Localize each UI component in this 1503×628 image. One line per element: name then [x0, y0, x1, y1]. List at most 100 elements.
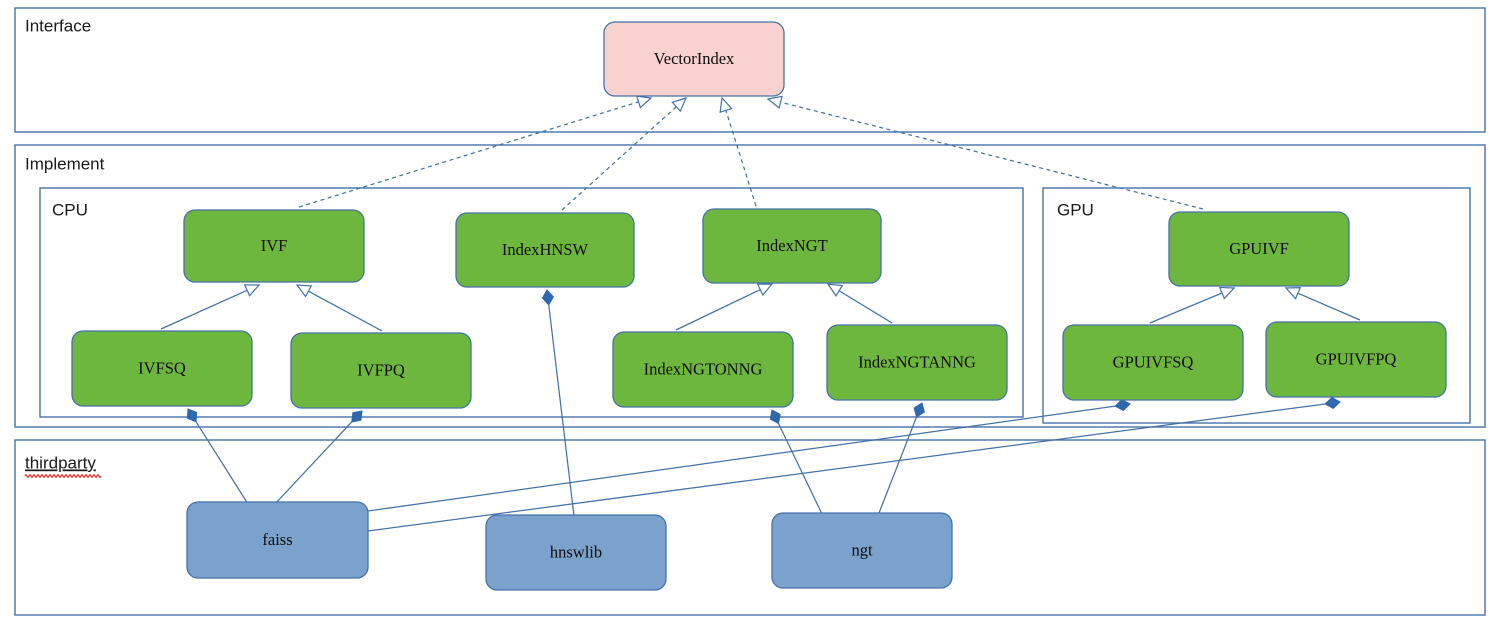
node-box-hnswlib[interactable]: [485, 514, 667, 591]
frame-label-implement: Implement: [25, 154, 105, 173]
composition-diamond-icon: [769, 409, 781, 425]
inheritance-triangle-icon: [1218, 286, 1236, 300]
edge-hnswlib-to-indexhnsw: [541, 289, 575, 517]
inheritance-triangle-icon: [826, 283, 844, 298]
node-label-indexngtanng: IndexNGTANNG: [858, 352, 976, 371]
inheritance-triangle-icon: [295, 284, 313, 298]
node-label-ivfpq: IVFPQ: [357, 360, 405, 379]
node-box-gpuivf[interactable]: [1168, 211, 1350, 287]
node-hnswlib[interactable]: hnswlib: [485, 514, 667, 591]
node-indexngtanng[interactable]: IndexNGTANNG: [826, 324, 1008, 401]
edge-line: [838, 290, 893, 324]
edge-faiss-to-gpuivfsq: [367, 398, 1131, 512]
edge-gpuivfsq-to-gpuivf: [1149, 286, 1236, 324]
edge-gpuivf-to-vectorindex: [766, 95, 1204, 210]
node-vectorindex[interactable]: VectorIndex: [603, 21, 785, 97]
node-label-gpuivfsq: GPUIVFSQ: [1113, 352, 1194, 371]
node-indexngt[interactable]: IndexNGT: [702, 208, 882, 284]
node-gpuivfpq[interactable]: GPUIVFPQ: [1265, 321, 1447, 398]
node-label-faiss: faiss: [262, 530, 292, 549]
node-label-indexhnsw: IndexHNSW: [502, 240, 589, 259]
edge-line: [780, 101, 1204, 210]
node-label-ngt: ngt: [851, 540, 873, 559]
edge-ivf-to-vectorindex: [298, 95, 653, 208]
node-box-ngt[interactable]: [771, 512, 953, 589]
node-label-hnswlib: hnswlib: [550, 542, 602, 561]
edge-line: [367, 403, 1326, 532]
inheritance-triangle-icon: [756, 283, 774, 297]
node-box-ivfpq[interactable]: [290, 332, 472, 409]
inheritance-triangle-icon: [1284, 287, 1302, 300]
edge-line: [878, 416, 918, 514]
edge-line: [160, 289, 248, 330]
composition-diamond-icon: [351, 410, 363, 423]
edge-indexngtanng-to-indexngt: [826, 283, 893, 324]
node-box-gpuivfpq[interactable]: [1265, 321, 1447, 398]
frame-label-interface: Interface: [25, 16, 91, 35]
inheritance-triangle-icon: [243, 284, 261, 297]
node-box-ivfsq[interactable]: [71, 330, 253, 407]
edge-indexngt-to-vectorindex: [719, 96, 757, 207]
node-faiss[interactable]: faiss: [186, 501, 369, 579]
node-label-indexngtonng: IndexNGTONNG: [644, 359, 763, 378]
node-box-faiss[interactable]: [186, 501, 369, 579]
composition-diamond-icon: [541, 289, 554, 306]
edge-indexngtonng-to-indexngt: [675, 283, 774, 331]
inheritance-triangle-icon: [719, 96, 733, 114]
edge-indexhnsw-to-vectorindex: [561, 97, 688, 211]
node-box-gpuivfsq[interactable]: [1062, 324, 1244, 401]
node-box-ivf[interactable]: [183, 209, 365, 283]
edge-line: [195, 421, 249, 505]
edge-gpuivfpq-to-gpuivf: [1284, 287, 1361, 321]
node-label-indexngt: IndexNGT: [756, 236, 827, 255]
frame-label-gpu: GPU: [1057, 200, 1094, 219]
node-label-gpuivf: GPUIVF: [1229, 239, 1289, 258]
node-label-gpuivfpq: GPUIVFPQ: [1316, 349, 1397, 368]
node-indexhnsw[interactable]: IndexHNSW: [455, 212, 635, 288]
edge-faiss-to-ivfsq: [186, 408, 249, 505]
edge-ngt-to-indexngtonng: [769, 409, 823, 515]
node-gpuivf[interactable]: GPUIVF: [1168, 211, 1350, 287]
node-ngt[interactable]: ngt: [771, 512, 953, 589]
edge-ivfsq-to-ivf: [160, 284, 261, 330]
node-label-ivfsq: IVFSQ: [138, 358, 186, 377]
frame-label-cpu: CPU: [52, 200, 88, 219]
node-box-vectorindex[interactable]: [603, 21, 785, 97]
node-box-indexhnsw[interactable]: [455, 212, 635, 288]
edge-line: [561, 106, 677, 211]
node-ivf[interactable]: IVF: [183, 209, 365, 283]
node-ivfpq[interactable]: IVFPQ: [290, 332, 472, 409]
inheritance-triangle-icon: [671, 97, 688, 113]
edge-line: [675, 289, 761, 331]
node-gpuivfsq[interactable]: GPUIVFSQ: [1062, 324, 1244, 401]
edge-line: [1149, 292, 1223, 324]
inheritance-triangle-icon: [766, 95, 783, 110]
node-box-indexngtonng[interactable]: [612, 331, 794, 408]
edge-faiss-to-ivfpq: [273, 410, 363, 506]
composition-diamond-icon: [1324, 396, 1341, 410]
node-ivfsq[interactable]: IVFSQ: [71, 330, 253, 407]
composition-diamond-icon: [186, 408, 198, 423]
inheritance-triangle-icon: [635, 95, 653, 109]
edges-layer: [160, 95, 1361, 532]
edge-line: [298, 101, 639, 208]
edge-line: [548, 304, 575, 517]
edge-line: [1297, 292, 1361, 321]
edge-faiss-to-gpuivfpq: [367, 396, 1341, 532]
edge-line: [777, 423, 823, 515]
node-box-indexngtanng[interactable]: [826, 324, 1008, 401]
composition-diamond-icon: [913, 402, 925, 418]
node-label-ivf: IVF: [261, 236, 288, 255]
node-box-indexngt[interactable]: [702, 208, 882, 284]
edge-ivfpq-to-ivf: [295, 284, 383, 332]
edge-line: [273, 421, 353, 506]
node-indexngtonng[interactable]: IndexNGTONNG: [612, 331, 794, 408]
edge-line: [308, 290, 383, 332]
edge-ngt-to-indexngtanng: [878, 402, 925, 514]
spellcheck-squiggle-icon: [24, 474, 102, 478]
frame-label-thirdparty: thirdparty: [25, 453, 96, 472]
edge-line: [367, 405, 1116, 512]
